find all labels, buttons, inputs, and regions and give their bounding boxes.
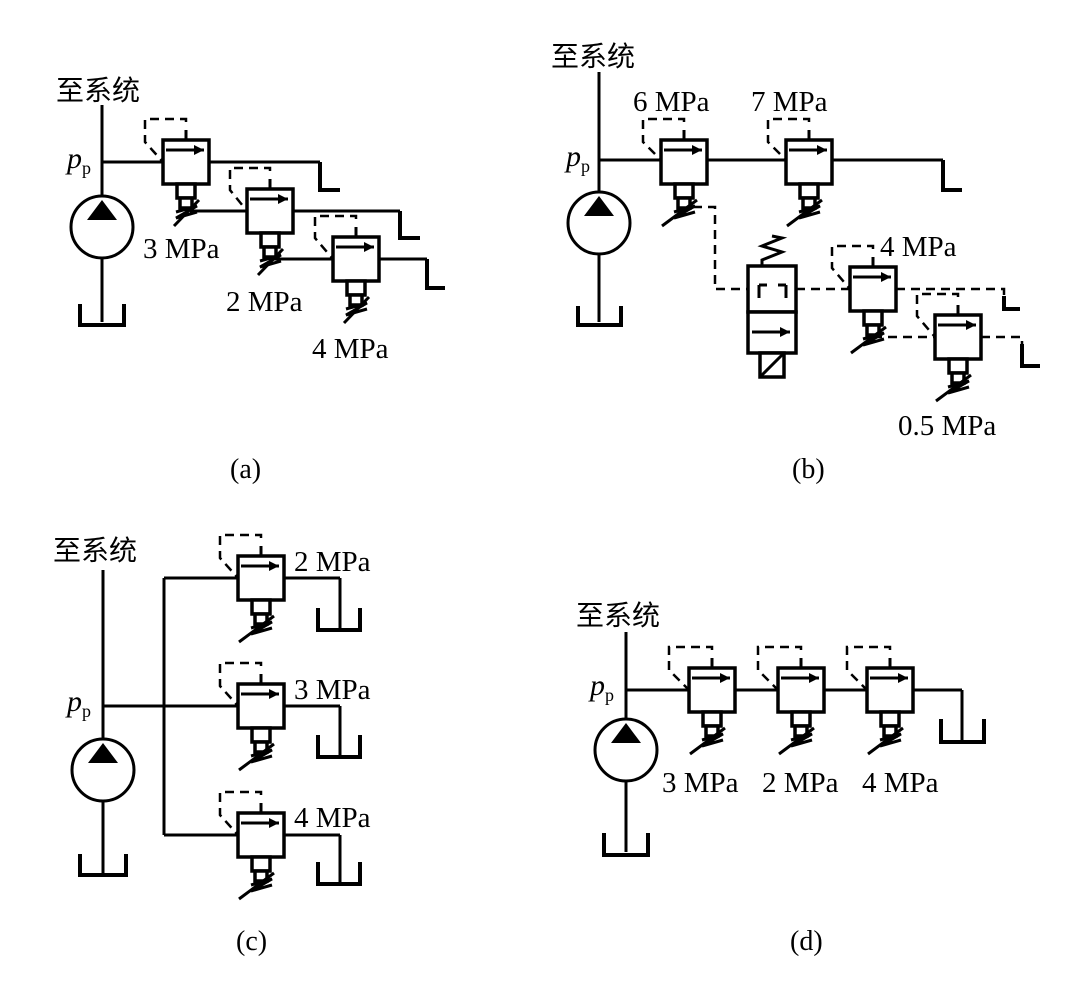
system-label-c: 至系统: [53, 534, 137, 567]
pump-c: [70, 570, 136, 877]
pressure-label-a3: 4 MPa: [312, 333, 389, 365]
relief-valve-b3: [830, 244, 1020, 355]
panel-a: 至系统 pp 3 MPa 2 MPa 4 MPa (a): [56, 74, 445, 485]
panel-b: 至系统 pp 6 MPa 7 MPa 4 MPa 0.5 MPa (b): [551, 40, 1040, 485]
pump-pressure-label-a: pp: [65, 142, 91, 178]
relief-valve-d3: [845, 645, 986, 756]
relief-valve-b4: [915, 292, 1040, 403]
relief-valve-a1: [143, 117, 340, 228]
pressure-label-d2: 2 MPa: [762, 767, 839, 799]
pump-pressure-label-c: pp: [65, 685, 91, 721]
pump-pressure-label-d: pp: [588, 669, 614, 705]
relief-valve-c2: [218, 661, 362, 772]
system-label-d: 至系统: [576, 599, 660, 632]
panel-d: 至系统 pp 3 MPa 2 MPa 4 MPa (d): [576, 599, 986, 957]
relief-valve-d1: [667, 645, 737, 756]
caption-d: (d): [790, 926, 823, 957]
directional-valve-b: [746, 234, 798, 379]
pressure-label-a2: 2 MPa: [226, 286, 303, 318]
relief-valve-b2: [766, 117, 962, 228]
pressure-label-d3: 4 MPa: [862, 767, 939, 799]
pressure-label-c3: 4 MPa: [294, 802, 371, 834]
system-label-b: 至系统: [551, 40, 635, 73]
relief-valve-c1: [218, 533, 362, 644]
pressure-label-b3: 4 MPa: [880, 231, 957, 263]
system-label-a: 至系统: [56, 74, 140, 107]
panel-c: 至系统 pp 2 MPa 3 MPa 4 MPa (c): [53, 533, 371, 957]
pressure-label-c2: 3 MPa: [294, 674, 371, 706]
pump-d: [593, 632, 659, 857]
relief-valve-a3: [313, 214, 445, 325]
relief-valve-c3: [218, 790, 362, 901]
pressure-label-a1: 3 MPa: [143, 233, 220, 265]
caption-a: (a): [230, 454, 261, 485]
relief-valve-a2: [228, 166, 420, 277]
caption-b: (b): [792, 454, 825, 485]
caption-c: (c): [236, 926, 267, 957]
pump-pressure-label-b: pp: [564, 140, 590, 176]
pressure-label-b1: 6 MPa: [633, 86, 710, 118]
pressure-label-b4: 0.5 MPa: [898, 410, 996, 442]
relief-valve-b1: [641, 117, 709, 228]
pump-a: [69, 105, 135, 327]
relief-valve-d2: [756, 645, 826, 756]
pump-b: [566, 72, 632, 327]
pressure-label-d1: 3 MPa: [662, 767, 739, 799]
pressure-label-c1: 2 MPa: [294, 546, 371, 578]
pressure-label-b2: 7 MPa: [751, 86, 828, 118]
